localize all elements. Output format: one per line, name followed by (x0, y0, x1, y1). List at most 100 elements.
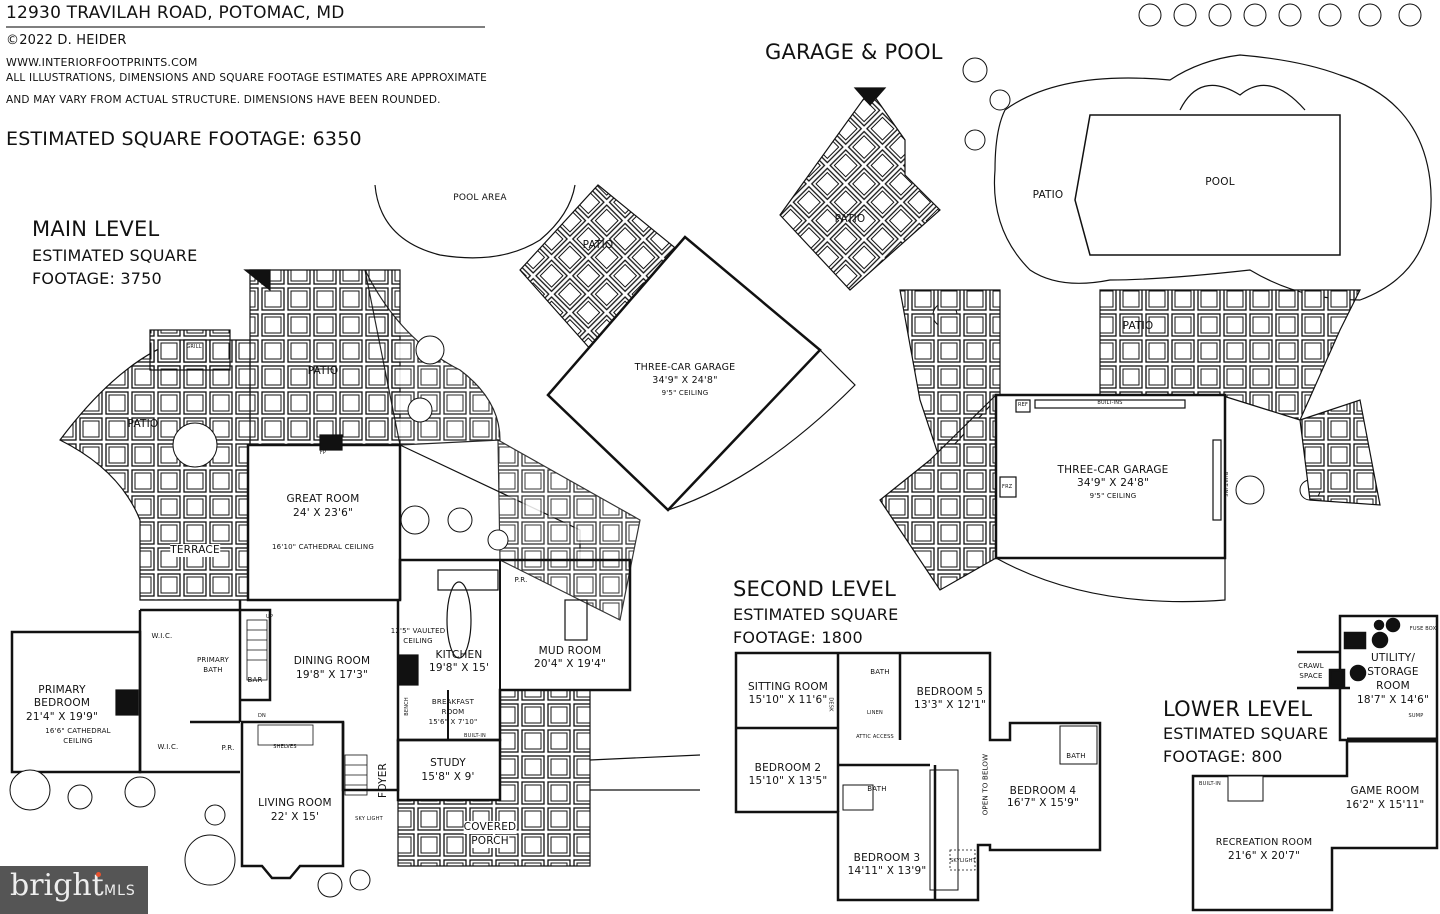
bedroom-2-name: BEDROOM 2 (754, 762, 822, 774)
sitting-room-dim: 15'10" X 11'6" (748, 694, 828, 706)
garage-pool-title: GARAGE & POOL (765, 40, 943, 64)
garage-name: THREE-CAR GARAGE (1057, 464, 1169, 476)
builtins-label: BUILT-INS (1097, 400, 1123, 406)
stairs-down-label: DN (258, 713, 266, 719)
kitchen-ceiling: 12'5" VAULTED (390, 627, 446, 635)
terrace-label: TERRACE (170, 544, 220, 557)
skylight-label: SKY LIGHT (355, 816, 383, 822)
skylight-label: SKYLIGHT (950, 858, 976, 864)
stairs-up-label: UP (266, 614, 274, 620)
garage-pool-site (779, 54, 1432, 603)
watermark-brand: bright (10, 868, 104, 903)
study (396, 738, 502, 802)
breakfast-room-name-2: ROOM (441, 708, 465, 716)
second-level-sub: ESTIMATED SQUARE (733, 605, 899, 624)
kitchen-name: KITCHEN (435, 649, 483, 661)
garage-ceiling: 9'5" CEILING (661, 389, 709, 397)
mud-room-dim: 20'4" X 19'4" (534, 658, 606, 670)
trees (9, 3, 1422, 898)
study-dim: 15'8" X 9' (421, 771, 475, 783)
attic-access-label: ATTIC ACCESS (856, 734, 894, 740)
powder-room-label: P.R. (221, 744, 235, 752)
study-name: STUDY (430, 757, 466, 769)
game-room-name: GAME ROOM (1350, 785, 1420, 797)
patio-label: PATIO (127, 418, 159, 430)
kitchen-ceiling-2: CEILING (403, 637, 433, 645)
primary-bath-name-2: BATH (203, 666, 223, 674)
patio-label: PATIO (582, 239, 614, 251)
bedroom-4-dim: 16'7" X 15'9" (1007, 797, 1079, 809)
wic-label: W.I.C. (157, 743, 179, 751)
bedroom-2-dim: 15'10" X 13'5" (748, 775, 828, 787)
main-level-title: MAIN LEVEL (32, 217, 160, 241)
garage-dim: 34'9" X 24'8" (652, 375, 718, 386)
fuse-box-label: FUSE BOX (1409, 626, 1437, 632)
terrace (59, 339, 251, 601)
garage-right (994, 393, 1227, 560)
bath-label: BATH (867, 785, 887, 793)
sitting-room-name: SITTING ROOM (747, 681, 829, 693)
breakfast-room-dim: 15'6" X 7'10" (428, 718, 478, 726)
copyright: ©2022 D. HEIDER (6, 33, 127, 48)
pool-label: POOL (1205, 176, 1235, 188)
bar-label: BAR (247, 676, 263, 684)
builtins-label: BUILT-INS (1222, 471, 1229, 498)
total-square-footage: ESTIMATED SQUARE FOOTAGE: 6350 (6, 128, 362, 150)
second-level-walls (734, 651, 1102, 902)
watermark-dot (96, 872, 101, 877)
patio-label: PATIO (1122, 320, 1154, 332)
watermark-suffix: MLS (104, 883, 136, 899)
garage-ceiling: 9'5" CEILING (1089, 492, 1137, 500)
bench-label: BENCH (403, 697, 410, 716)
bedroom-3-name: BEDROOM 3 (853, 852, 921, 864)
desk-label: DESK (827, 697, 834, 712)
patio-label: PATIO (307, 365, 339, 377)
ref-label: REF (1018, 402, 1029, 408)
second-level-footage: FOOTAGE: 1800 (733, 628, 863, 647)
builtin-label: BUILT-IN (1199, 781, 1221, 787)
bedroom-3-dim: 14'11" X 13'9" (847, 865, 927, 877)
primary-bath-name: PRIMARY (196, 656, 230, 664)
foyer-label: FOYER (377, 762, 390, 799)
bedroom-4-name: BEDROOM 4 (1009, 785, 1077, 797)
builtin-label: BUILT-IN (464, 733, 486, 739)
primary-bedroom-name-2: BEDROOM (33, 697, 91, 709)
recreation-room-dim: 21'6" X 20'7" (1228, 850, 1300, 862)
shelves-label: SHELVES (273, 744, 297, 750)
pool (1074, 114, 1341, 256)
lower-level-sub: ESTIMATED SQUARE (1163, 724, 1329, 743)
primary-bedroom-name: PRIMARY (38, 684, 86, 696)
bedroom-5-name: BEDROOM 5 (916, 686, 984, 698)
patio-label: PATIO (1032, 189, 1064, 201)
utility-room-name-3: ROOM (1376, 680, 1410, 692)
bath-label: BATH (1066, 752, 1086, 760)
primary-bedroom-ceiling: 16'6" CATHEDRAL (45, 727, 111, 735)
powder-room-label: P.R. (514, 576, 528, 584)
second-level-title: SECOND LEVEL (733, 577, 897, 601)
pool-area-label: POOL AREA (453, 193, 507, 203)
disclaimer-line-2: AND MAY VARY FROM ACTUAL STRUCTURE. DIME… (6, 94, 441, 106)
dining-room-dim: 19'8" X 17'3" (296, 669, 368, 681)
website-link[interactable]: WWW.INTERIORFOOTPRINTS.COM (6, 56, 198, 69)
address-title: 12930 TRAVILAH ROAD, POTOMAC, MD (6, 3, 345, 23)
dining-room-name: DINING ROOM (293, 655, 371, 667)
open-to-below-label: OPEN TO BELOW (981, 753, 990, 816)
game-room-dim: 16'2" X 15'11" (1345, 799, 1425, 811)
great-room-ceiling: 16'10" CATHEDRAL CEILING (272, 543, 374, 551)
linen-label: LINEN (867, 710, 883, 716)
bath-label: BATH (870, 668, 890, 676)
bright-mls-watermark: bright MLS (0, 866, 148, 914)
pool-deck (993, 54, 1432, 301)
utility-room-name: UTILITY/ (1370, 652, 1416, 664)
living-room-name: LIVING ROOM (258, 797, 332, 809)
primary-bedroom-dim: 21'4" X 19'9" (26, 711, 98, 723)
great-room-name: GREAT ROOM (286, 493, 360, 505)
covered-porch-name-2: PORCH (471, 835, 509, 848)
main-level-site (10, 184, 856, 880)
crawl-space-label: CRAWL (1298, 662, 1324, 670)
utility-room-dim: 18'7" X 14'6" (1357, 694, 1429, 706)
utility-room-name-2: STORAGE (1367, 666, 1419, 678)
main-level-sub: ESTIMATED SQUARE (32, 246, 198, 265)
frz-label: FRZ (1002, 484, 1013, 490)
